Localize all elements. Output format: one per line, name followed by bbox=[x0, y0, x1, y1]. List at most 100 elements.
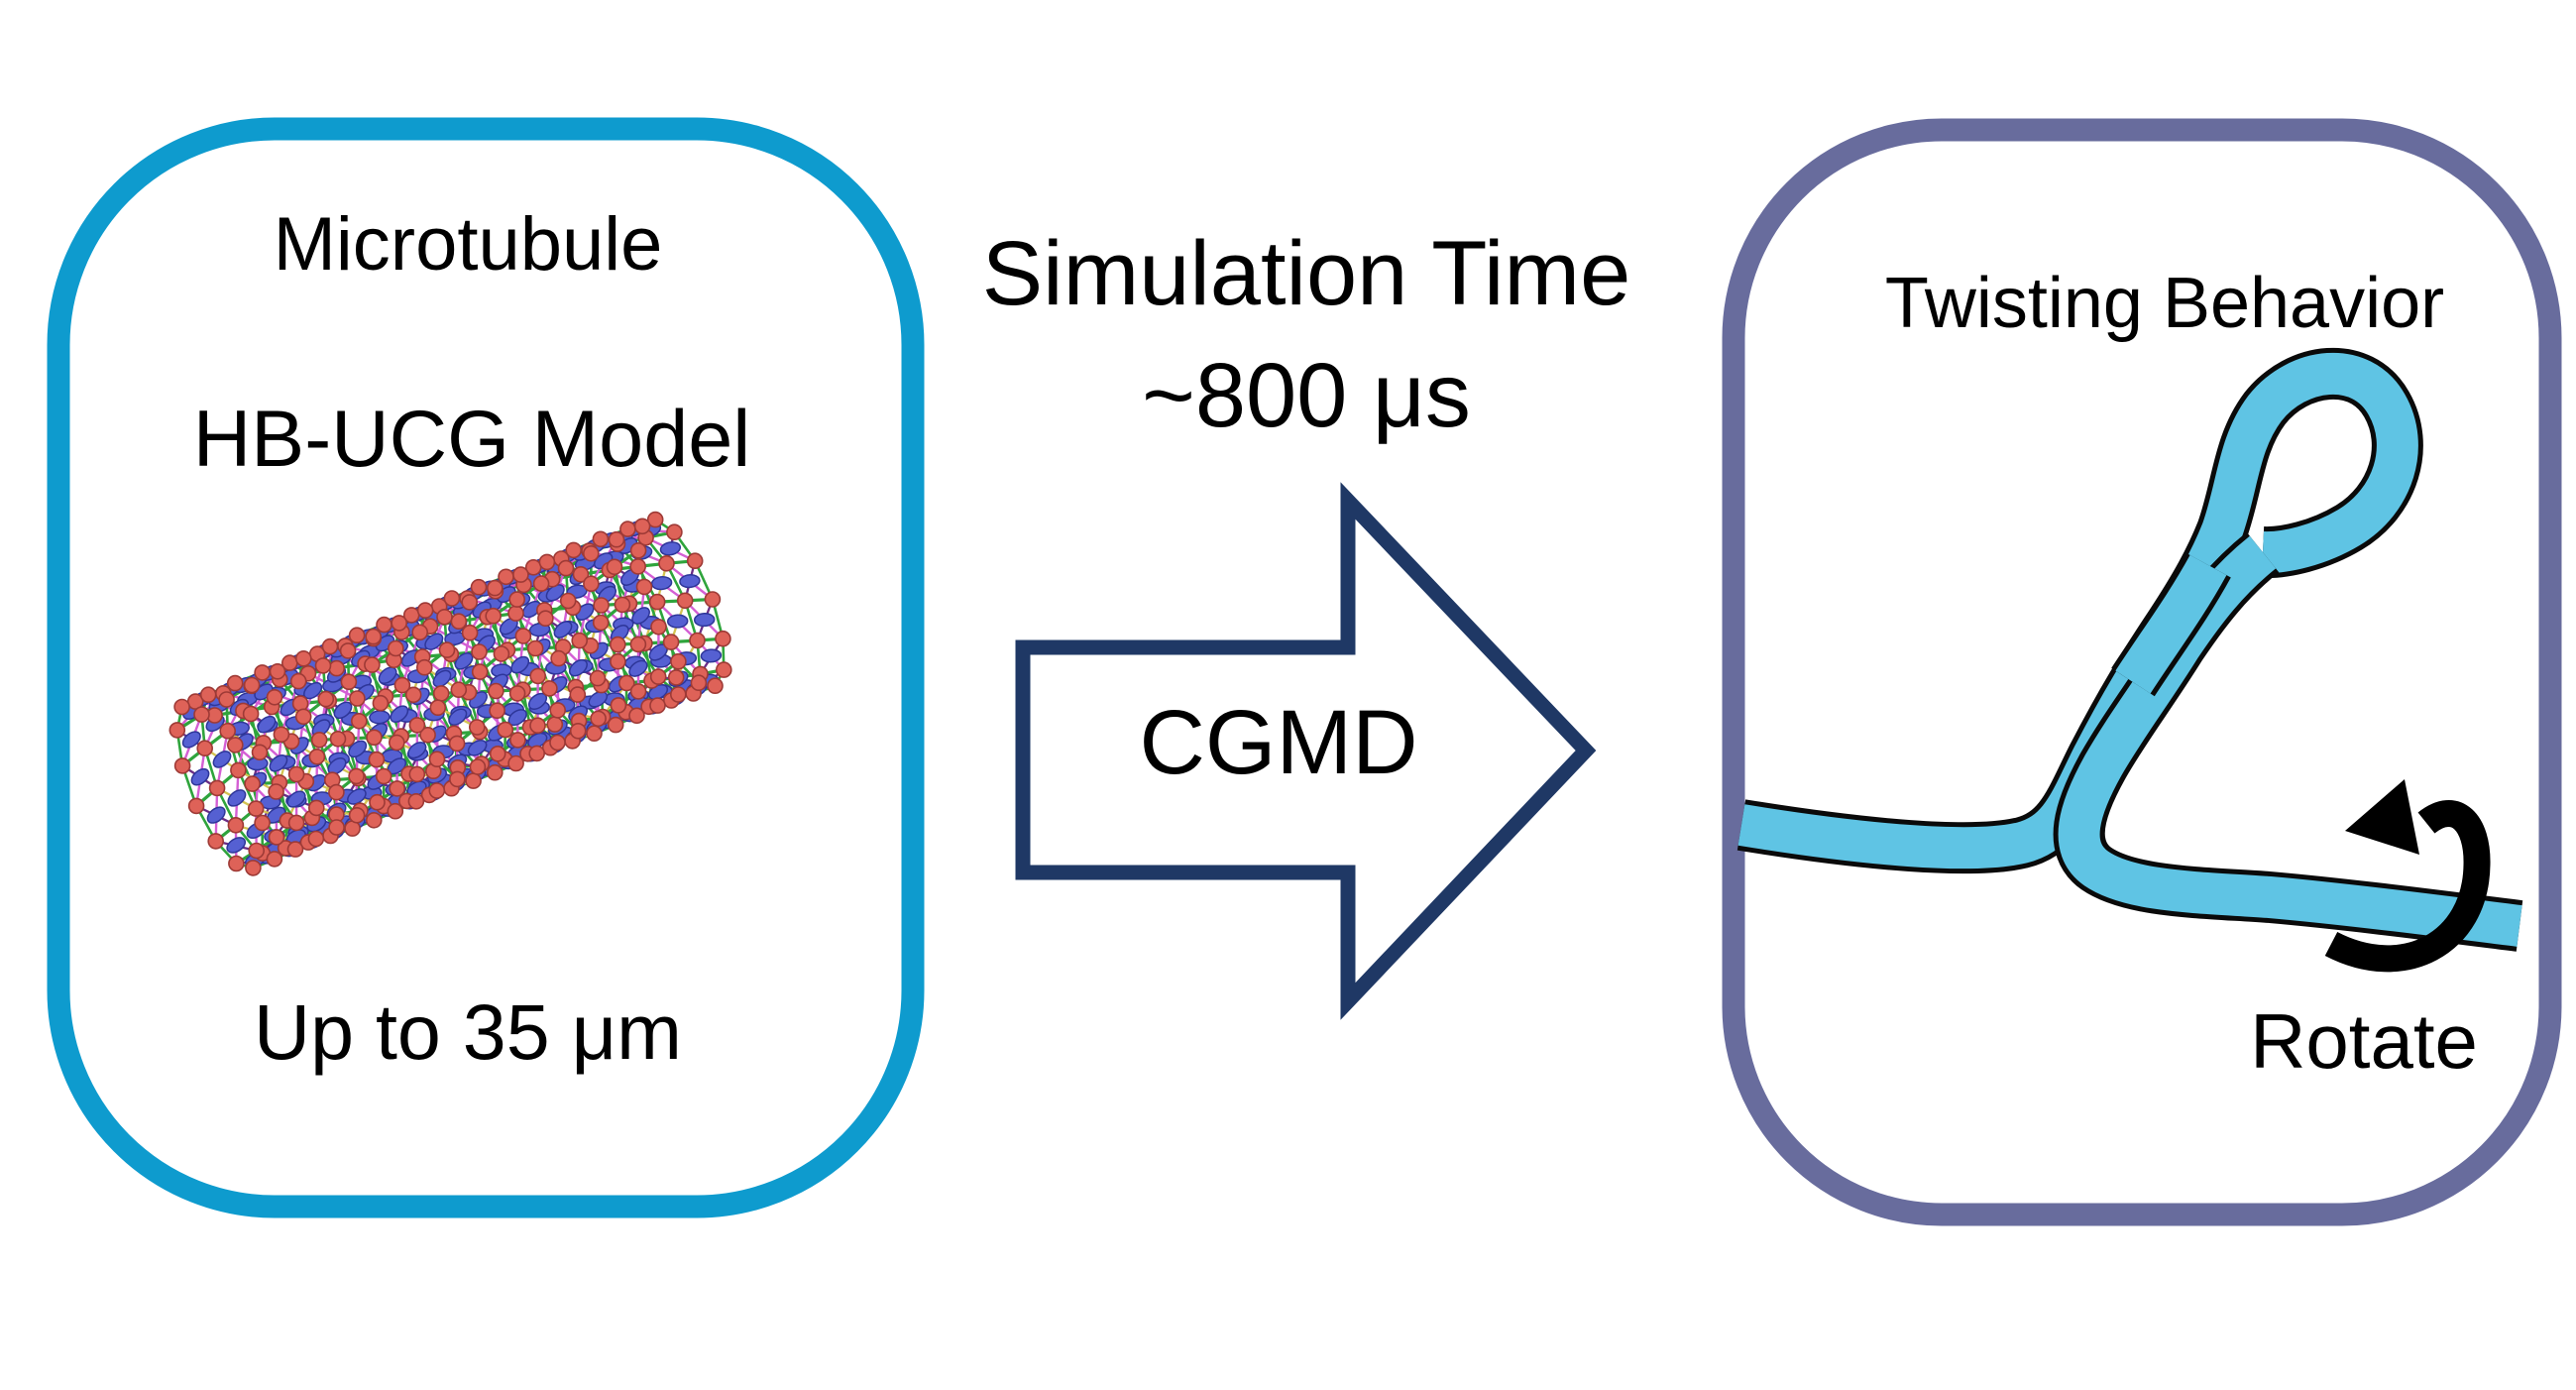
lattice-bead bbox=[569, 722, 587, 740]
lattice-bead bbox=[650, 618, 667, 636]
cgmd-arrow-label: CGMD bbox=[1139, 692, 1417, 793]
lattice-bead bbox=[629, 558, 647, 575]
lattice-bead bbox=[646, 511, 664, 528]
lattice-bead bbox=[498, 568, 514, 586]
lattice-bead bbox=[372, 694, 390, 712]
lattice-bead bbox=[307, 799, 325, 817]
lattice-bead bbox=[617, 674, 635, 692]
lattice-bead bbox=[489, 702, 505, 720]
model-subtitle: HB-UCG Model bbox=[193, 395, 751, 484]
lattice-bead bbox=[387, 639, 404, 657]
lattice-bead bbox=[408, 717, 426, 734]
lattice-inner-bead bbox=[432, 669, 452, 688]
lattice-bead bbox=[537, 610, 554, 628]
lattice-bead bbox=[507, 605, 524, 622]
lattice-bead bbox=[349, 690, 366, 707]
lattice-bead bbox=[649, 668, 667, 685]
rotation-indicator bbox=[2324, 779, 2491, 973]
rotate-arrowhead-icon bbox=[2345, 779, 2419, 855]
lattice-bead bbox=[565, 541, 583, 559]
lattice-bead bbox=[541, 680, 558, 697]
lattice-bead bbox=[592, 530, 610, 548]
lattice-bead bbox=[368, 751, 386, 768]
lattice-bead bbox=[538, 553, 556, 571]
lattice-bead bbox=[450, 681, 468, 699]
lattice-bead bbox=[469, 758, 487, 775]
lattice-bead bbox=[529, 717, 546, 735]
lattice-bead bbox=[348, 806, 366, 824]
lattice-bead bbox=[328, 783, 345, 801]
lattice-bead bbox=[369, 793, 386, 811]
lattice-bead bbox=[676, 592, 694, 610]
lattice-bead bbox=[549, 734, 566, 752]
lattice-bead bbox=[485, 607, 503, 625]
filament-crossing bbox=[2115, 554, 2227, 694]
lattice-bead bbox=[450, 613, 468, 631]
lattice-inner-bead bbox=[424, 633, 444, 650]
lattice-bead bbox=[629, 683, 647, 700]
lattice-bead bbox=[268, 783, 284, 800]
lattice-bead bbox=[193, 706, 210, 723]
lattice-bead bbox=[449, 770, 466, 788]
lattice-bead bbox=[658, 554, 675, 572]
lattice-bead bbox=[559, 592, 577, 610]
lattice-bead bbox=[364, 656, 381, 673]
lattice-bead bbox=[608, 530, 625, 548]
lattice-bead bbox=[268, 829, 285, 846]
lattice-bead bbox=[226, 674, 244, 692]
lattice-bead bbox=[348, 767, 365, 785]
lattice-bead bbox=[649, 697, 666, 714]
lattice-inner-bead bbox=[679, 574, 701, 589]
lattice-inner-bead bbox=[378, 666, 397, 684]
lattice-bead bbox=[707, 677, 724, 695]
lattice-bead bbox=[583, 575, 600, 593]
lattice-bead bbox=[339, 642, 357, 659]
lattice-bead bbox=[448, 735, 466, 753]
lattice-inner-bead bbox=[212, 751, 232, 768]
lattice-bead bbox=[590, 710, 607, 728]
lattice-bead bbox=[629, 541, 647, 559]
lattice-bead bbox=[629, 636, 647, 653]
lattice-bead bbox=[508, 685, 526, 702]
lattice-bead bbox=[670, 652, 687, 670]
lattice-inner-bead bbox=[347, 788, 367, 805]
lattice-inner-bead bbox=[569, 658, 588, 677]
simulation-section: Simulation Time ~800 μs CGMD bbox=[982, 223, 1630, 1020]
lattice-bead bbox=[321, 637, 339, 655]
lattice-bead bbox=[443, 590, 461, 607]
lattice-bead bbox=[610, 697, 627, 714]
lattice-bead bbox=[388, 734, 405, 752]
lattice-bead bbox=[266, 851, 283, 868]
lattice-bead bbox=[273, 726, 290, 744]
lattice-inner-bead bbox=[454, 651, 474, 670]
lattice-inner-bead bbox=[227, 789, 247, 807]
lattice-bead bbox=[493, 645, 510, 662]
lattice-bead bbox=[514, 628, 532, 644]
lattice-bead bbox=[666, 523, 683, 541]
lattice-bead bbox=[242, 705, 260, 723]
lattice-bead bbox=[408, 765, 426, 783]
lattice-inner-bead bbox=[327, 756, 347, 775]
lattice-bead bbox=[269, 662, 286, 680]
lattice-inner-bead bbox=[181, 731, 201, 749]
twisted-filament-image bbox=[1736, 348, 2523, 952]
lattice-bead bbox=[317, 690, 335, 708]
lattice-bead bbox=[667, 669, 685, 686]
microtubule-title: Microtubule bbox=[274, 202, 663, 287]
lattice-inner-bead bbox=[545, 584, 565, 602]
lattice-inner-bead bbox=[467, 739, 488, 756]
lattice-bead bbox=[486, 763, 504, 781]
lattice-bead bbox=[569, 686, 587, 703]
lattice-bead bbox=[247, 800, 265, 817]
lattice-bead bbox=[187, 797, 205, 815]
lattice-bead bbox=[436, 608, 453, 626]
lattice-bead bbox=[294, 708, 312, 726]
lattice-bead bbox=[245, 860, 262, 876]
lattice-bead bbox=[244, 775, 261, 792]
lattice-bead bbox=[340, 673, 358, 691]
lattice-inner-bead bbox=[693, 613, 716, 628]
lattice-bead bbox=[715, 630, 731, 647]
lattice-bead bbox=[208, 779, 226, 797]
lattice-bead bbox=[662, 634, 680, 650]
